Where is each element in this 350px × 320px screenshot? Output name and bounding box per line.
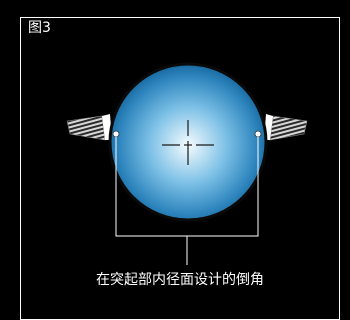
- left-chamfer-dot: [112, 130, 120, 138]
- left-cutter-icon: [66, 114, 112, 141]
- leader-lines: [115, 137, 259, 265]
- right-cutter-icon: [264, 114, 308, 141]
- crosshair-icon: [162, 120, 214, 165]
- right-chamfer-dot: [254, 130, 262, 138]
- figure-label: 图3: [28, 20, 51, 36]
- figure-caption: 在突起部内径面设计的倒角: [96, 272, 264, 288]
